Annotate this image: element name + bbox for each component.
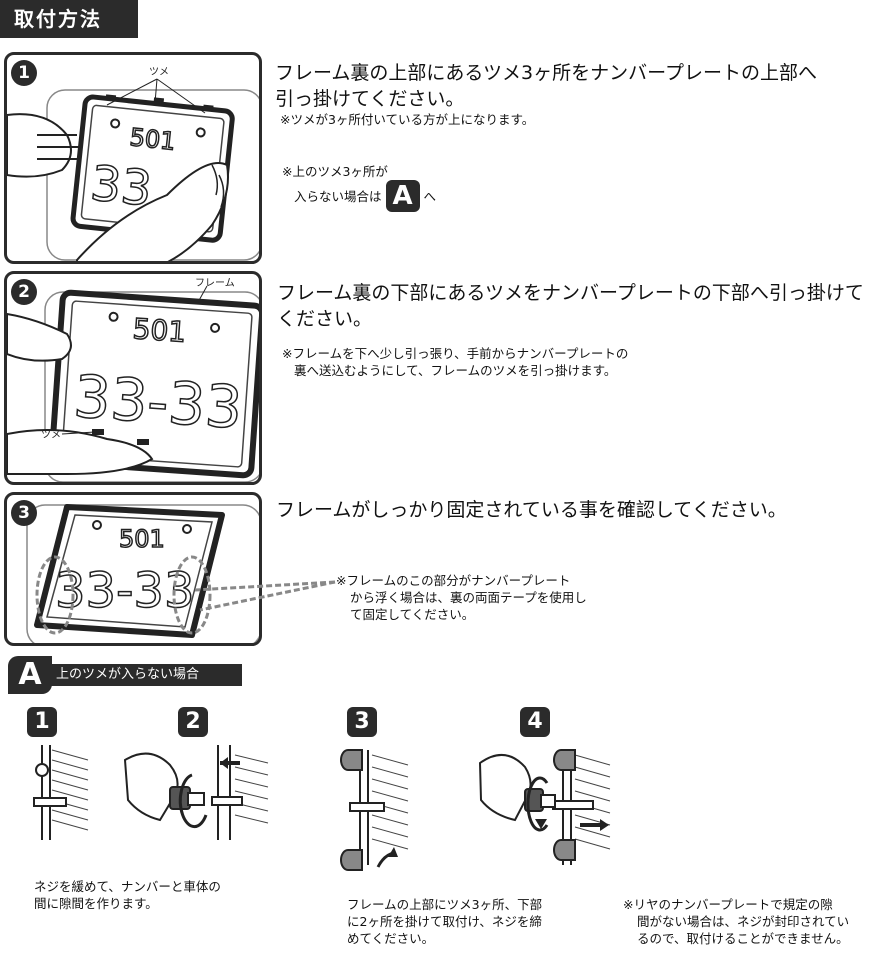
- step1-plate-top: 501: [128, 123, 176, 156]
- a-step2-illustration: [123, 745, 269, 840]
- step2-plate-top: 501: [132, 312, 188, 349]
- step3-note-line2: から浮く場合は、裏の両面テープを使用し: [350, 590, 587, 605]
- step1-illustration-panel: 501 33 ツメ: [4, 52, 262, 264]
- section-a-title: 上のツメが入らない場合: [48, 664, 242, 686]
- a-caption-2: フレームの上部にツメ3ヶ所、下部 に2ヶ所を掛けて取付け、ネジを締 めてください…: [347, 896, 542, 947]
- step2-illustration: 501 33-33 フレーム ツメ: [7, 277, 259, 482]
- a-step4-illustration: [478, 749, 611, 865]
- step1-note2-suffix: へ: [423, 188, 437, 204]
- step2-line1: フレーム裏の下部にあるツメをナンバープレートの下部へ引っ掛けて: [277, 282, 864, 304]
- a-caption-2-line2: に2ヶ所を掛けて取付け、ネジを締: [347, 914, 542, 929]
- step1-illustration: 501 33 ツメ: [7, 67, 259, 261]
- step1-number: 1: [11, 60, 37, 86]
- a-step1-number: 1: [27, 707, 57, 737]
- step1-note2-line1: ※上のツメ3ヶ所が: [282, 164, 388, 179]
- a-caption-3-line3: るので、取付けることができません。: [637, 931, 849, 946]
- a-badge-icon: A: [385, 180, 420, 212]
- page-title: 取付方法: [0, 0, 138, 38]
- step3-plate-top: 501: [119, 525, 165, 553]
- a-step2-number: 2: [178, 707, 208, 737]
- step2-note: ※フレームを下へ少し引っ張り、手前からナンバープレートの 裏へ送込むようにして、…: [282, 345, 628, 379]
- a-caption-1: ネジを緩めて、ナンバーと車体の 間に隙間を作ります。: [34, 878, 221, 912]
- step2-number: 2: [11, 279, 37, 305]
- section-a-header: A 上のツメが入らない場合: [8, 656, 242, 694]
- a-caption-3-line1: ※リヤのナンバープレートで規定の隙: [623, 897, 833, 912]
- step1-instruction: フレーム裏の上部にあるツメ3ヶ所をナンバープレートの上部へ 引っ掛けてください。: [275, 60, 875, 112]
- step2-label-frame: フレーム: [195, 277, 235, 289]
- step1-note1: ※ツメが3ヶ所付いている方が上になります。: [280, 112, 535, 127]
- step1-note2-link: 入らない場合は A へ: [294, 180, 436, 212]
- step1-note2-line2: 入らない場合は: [294, 188, 382, 204]
- step3-plate-bottom: 33-33: [55, 563, 194, 619]
- step1-line2: 引っ掛けてください。: [275, 88, 465, 110]
- step3-instruction: フレームがしっかり固定されている事を確認してください。: [276, 499, 787, 521]
- step2-note-line2: 裏へ送込むようにして、フレームのツメを引っ掛けます。: [294, 363, 617, 378]
- step1-note2: ※上のツメ3ヶ所が: [282, 163, 388, 180]
- step2-line2: ください。: [277, 308, 373, 330]
- a-caption-2-line1: フレームの上部にツメ3ヶ所、下部: [347, 897, 543, 912]
- step2-note-line1: ※フレームを下へ少し引っ張り、手前からナンバープレートの: [282, 346, 629, 361]
- step3-note-line3: て固定してください。: [350, 607, 475, 622]
- step3-note-line1: ※フレームのこの部分がナンバープレート: [336, 573, 571, 588]
- step3-number: 3: [11, 500, 37, 526]
- step1-label-tsume: ツメ: [149, 67, 169, 78]
- a-caption-3-line2: 間がない場合は、ネジが封印されてい: [637, 914, 850, 929]
- step2-label-tab: ツメ: [41, 430, 61, 441]
- step3-note: ※フレームのこの部分がナンバープレート から浮く場合は、裏の両面テープを使用し …: [336, 572, 587, 623]
- a-step3-illustration: [340, 749, 409, 871]
- step2-instruction: フレーム裏の下部にあるツメをナンバープレートの下部へ引っ掛けて ください。: [277, 280, 877, 332]
- step3-callout-lines: [194, 580, 336, 612]
- a-step4-number: 4: [520, 707, 550, 737]
- a-caption-1-line1: ネジを緩めて、ナンバーと車体の: [34, 879, 221, 894]
- step2-illustration-panel: 501 33-33 フレーム ツメ: [4, 271, 262, 485]
- section-a-badge: A: [8, 656, 52, 694]
- step3-illustration: 501 33-33: [26, 504, 259, 643]
- step3-illustration-panel: 501 33-33: [4, 492, 262, 646]
- a-caption-1-line2: 間に隙間を作ります。: [34, 896, 158, 911]
- a-step1-illustration: [33, 745, 89, 840]
- step1-line1: フレーム裏の上部にあるツメ3ヶ所をナンバープレートの上部へ: [275, 62, 818, 84]
- a-caption-3: ※リヤのナンバープレートで規定の隙 間がない場合は、ネジが封印されてい るので、…: [623, 896, 849, 947]
- a-caption-2-line3: めてください。: [347, 931, 435, 946]
- a-step3-number: 3: [347, 707, 377, 737]
- step1-plate-bottom: 33: [88, 155, 155, 217]
